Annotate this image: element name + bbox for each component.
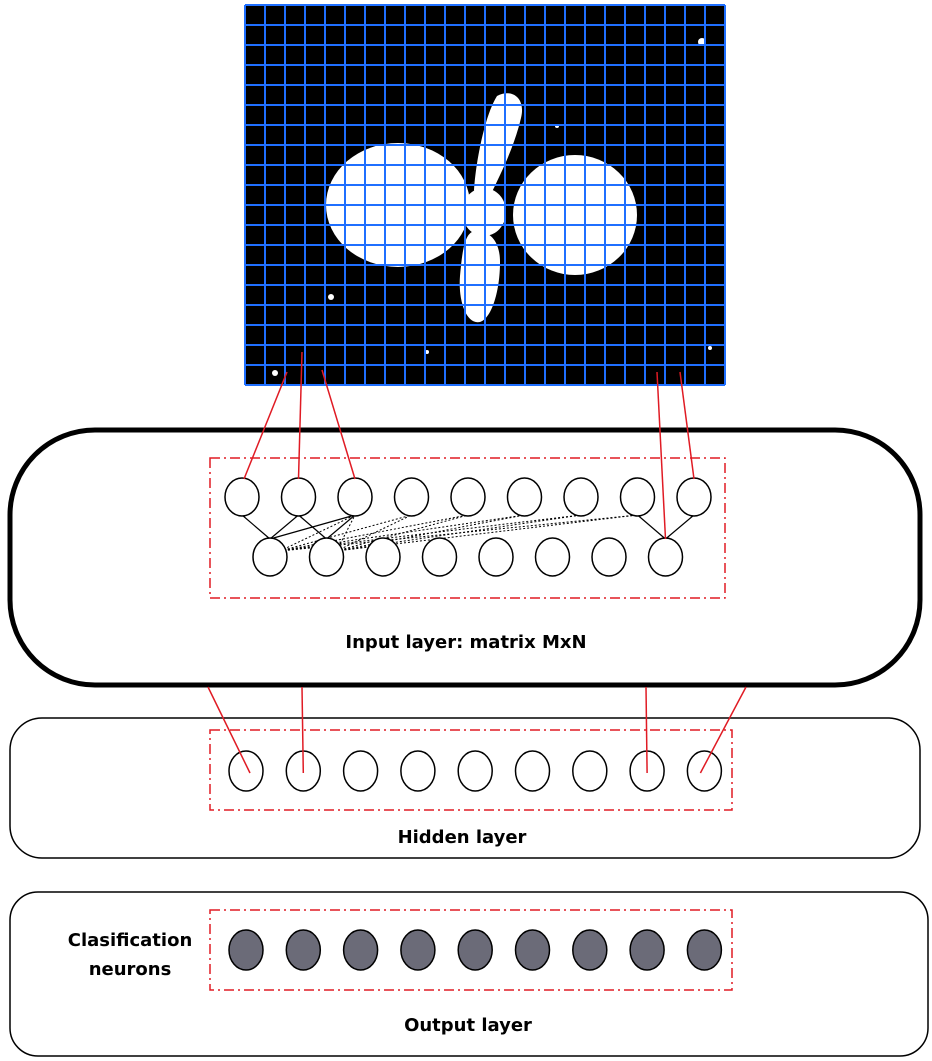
input-neuron [450, 477, 486, 517]
output-neuron [457, 929, 493, 971]
input-neuron [280, 477, 317, 517]
solid-connection [241, 514, 271, 540]
output-layer: Clasification neurons Output layer [9, 891, 929, 1057]
hidden-neuron [400, 750, 436, 792]
output-layer-neurons [228, 929, 723, 971]
input-neuron [393, 477, 430, 517]
output-neuron [629, 929, 665, 971]
input-layer: Input layer: matrix MxN [7, 427, 923, 688]
input-neuron [224, 477, 260, 517]
input-layer-group-border [209, 457, 726, 599]
input-neuron [591, 537, 627, 577]
solid-connection [298, 514, 327, 540]
input-neuron [337, 477, 373, 517]
output-side-label-line1: Clasification [68, 930, 193, 951]
output-neuron [686, 929, 723, 971]
hidden-neuron [342, 750, 379, 792]
output-neuron [514, 929, 551, 971]
solid-connection [269, 514, 299, 540]
output-neuron [400, 929, 436, 971]
dotted-connection [336, 514, 356, 552]
input-image-grid [244, 4, 726, 386]
output-layer-group-border [209, 909, 733, 991]
hidden-neuron [572, 750, 608, 792]
solid-connection [637, 514, 666, 540]
input-layer-label: Input layer: matrix MxN [345, 632, 586, 653]
hidden-neuron [228, 750, 264, 792]
input-layer-neurons [224, 477, 712, 577]
input-neuron [506, 477, 543, 517]
input-neuron [647, 537, 684, 577]
output-neuron [572, 929, 608, 971]
red-connection [301, 686, 305, 774]
red-connection [645, 686, 648, 774]
hidden-layer: Hidden layer [9, 717, 921, 859]
output-layer-label: Output layer [404, 1015, 532, 1036]
output-neuron [285, 929, 322, 971]
dotted-connection [279, 514, 356, 552]
output-neuron [228, 929, 264, 971]
red-connection [679, 371, 695, 480]
dotted-connection [336, 514, 469, 552]
input-neuron [421, 537, 458, 577]
dotted-connection [336, 514, 638, 552]
input-layer-solid-connections [241, 514, 695, 540]
input-neuron [252, 537, 288, 577]
solid-connection [665, 514, 695, 540]
dotted-connection [279, 514, 582, 552]
input-neuron [563, 477, 599, 517]
output-side-label-line2: neurons [89, 959, 172, 980]
inter-layer-connections [207, 351, 747, 774]
red-connection [656, 371, 667, 540]
input-neuron [365, 537, 401, 577]
red-connection [699, 686, 747, 774]
red-connection [297, 351, 303, 480]
input-neuron [676, 477, 712, 517]
dotted-connection [336, 514, 412, 552]
hidden-neuron [457, 750, 493, 792]
input-image [244, 4, 726, 386]
red-connection [207, 686, 251, 774]
red-connection [321, 369, 356, 480]
input-neuron [478, 537, 514, 577]
hidden-layer-label: Hidden layer [398, 827, 527, 848]
hidden-neuron [686, 750, 723, 792]
solid-connection [326, 514, 356, 540]
hidden-neuron [514, 750, 551, 792]
output-neuron [342, 929, 379, 971]
input-neuron [308, 537, 345, 577]
input-neuron [534, 537, 571, 577]
red-connection [243, 371, 288, 480]
input-neuron [619, 477, 656, 517]
hidden-layer-group-border [209, 729, 733, 811]
